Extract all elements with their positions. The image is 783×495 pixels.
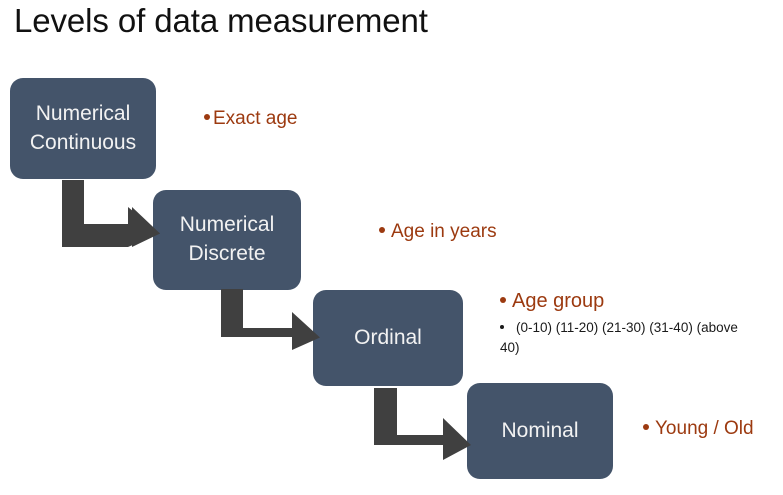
- node-numerical-discrete[interactable]: Numerical Discrete: [153, 190, 301, 290]
- page-title: Levels of data measurement: [14, 2, 428, 39]
- annotation-age-group: Age group: [500, 290, 604, 313]
- node-label: Numerical Discrete: [179, 213, 275, 265]
- annotation-exact-age: Exact age: [204, 108, 298, 130]
- node-label: Numerical Continuous: [29, 101, 137, 154]
- node-label: Nominal: [501, 418, 579, 442]
- node-label: Ordinal: [354, 325, 422, 349]
- bullet-icon: [379, 227, 385, 234]
- sub-bullet-icon: [500, 325, 504, 330]
- annotation-text: Age group: [512, 290, 605, 312]
- node-nominal[interactable]: Nominal: [467, 383, 613, 479]
- bullet-icon: [204, 114, 210, 121]
- bullet-icon: [500, 297, 506, 304]
- annotation-text: Young / Old: [655, 418, 754, 439]
- annotation-young-old: Young / Old: [643, 418, 754, 440]
- annotation-age-ranges: (0-10) (11-20) (21-30) (31-40) (above 40…: [500, 318, 745, 357]
- elbow-arrow-icon: [221, 289, 320, 350]
- annotation-age-in-years: Age in years: [379, 221, 497, 243]
- annotation-text: (0-10) (11-20) (21-30) (31-40) (above 40…: [500, 320, 738, 355]
- elbow-arrow-icon: [374, 388, 471, 460]
- node-numerical-continuous[interactable]: Numerical Continuous: [10, 78, 156, 179]
- annotation-text: Exact age: [213, 108, 298, 129]
- annotation-text: Age in years: [391, 221, 497, 242]
- elbow-arrow-icon: [62, 180, 160, 247]
- bullet-icon: [643, 424, 649, 431]
- node-ordinal[interactable]: Ordinal: [313, 290, 463, 386]
